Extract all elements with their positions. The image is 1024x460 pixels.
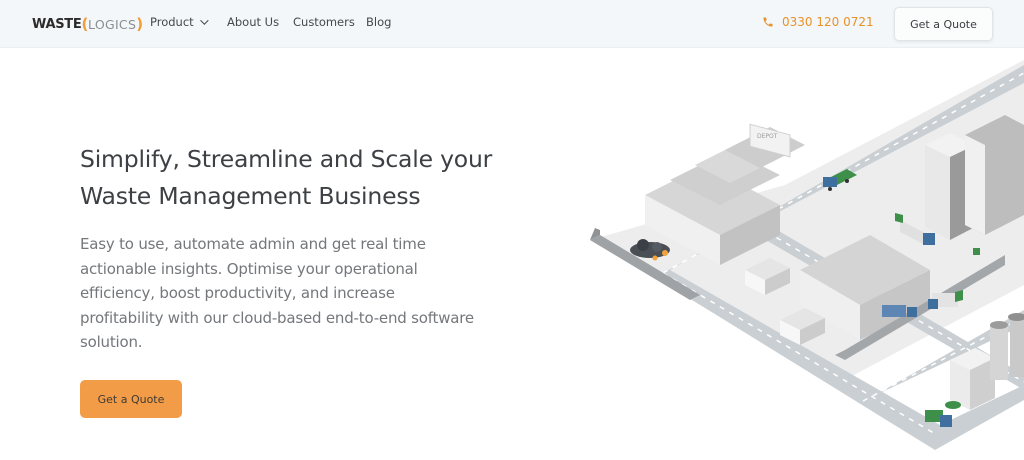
truck-icon <box>928 290 963 309</box>
hero-description: Easy to use, automate admin and get real… <box>80 235 474 351</box>
nav-product-label: Product <box>150 15 194 29</box>
depot-sign: DEPOT <box>757 133 778 140</box>
logo-waste: WASTE <box>32 16 82 32</box>
logo[interactable]: WASTE ( LOGICS ) <box>32 15 143 33</box>
header-get-quote-button[interactable]: Get a Quote <box>894 7 993 41</box>
bin-icon <box>945 401 961 409</box>
truck-icon <box>882 305 917 317</box>
chevron-down-icon <box>199 16 209 25</box>
nav-blog-label: Blog <box>366 15 392 29</box>
hero-get-quote-button[interactable]: Get a Quote <box>80 380 182 418</box>
truck-icon <box>823 169 857 191</box>
phone-icon <box>763 17 773 27</box>
rubbish-pile <box>630 239 670 261</box>
city-illustration: DEPOT <box>590 60 1024 450</box>
hero-title: Simplify, Streamline and Scale your Wast… <box>80 141 550 215</box>
nav-about-label: About Us <box>227 15 280 29</box>
nav-customers[interactable]: Customers <box>293 15 366 29</box>
logo-bracket-open: ( <box>81 15 88 33</box>
logo-bracket-close: ) <box>136 15 143 33</box>
nav-product[interactable]: Product <box>150 15 227 29</box>
phone-link[interactable]: 0330 120 0721 <box>762 15 874 29</box>
phone-number: 0330 120 0721 <box>782 15 874 29</box>
truck-icon <box>925 410 952 427</box>
logo-logics: LOGICS <box>88 16 137 32</box>
site-header: WASTE ( LOGICS ) Product About Us Custom… <box>0 0 1024 48</box>
main-nav: Product About Us Customers Blog <box>150 15 391 29</box>
hero-title-line1: Simplify, Streamline and Scale your <box>80 145 493 173</box>
bin-icon <box>973 248 980 255</box>
nav-blog[interactable]: Blog <box>366 15 391 29</box>
nav-about-us[interactable]: About Us <box>227 15 293 29</box>
hero-title-line2: Waste Management Business <box>80 182 421 210</box>
truck-icon <box>895 213 935 245</box>
nav-customers-label: Customers <box>293 15 355 29</box>
